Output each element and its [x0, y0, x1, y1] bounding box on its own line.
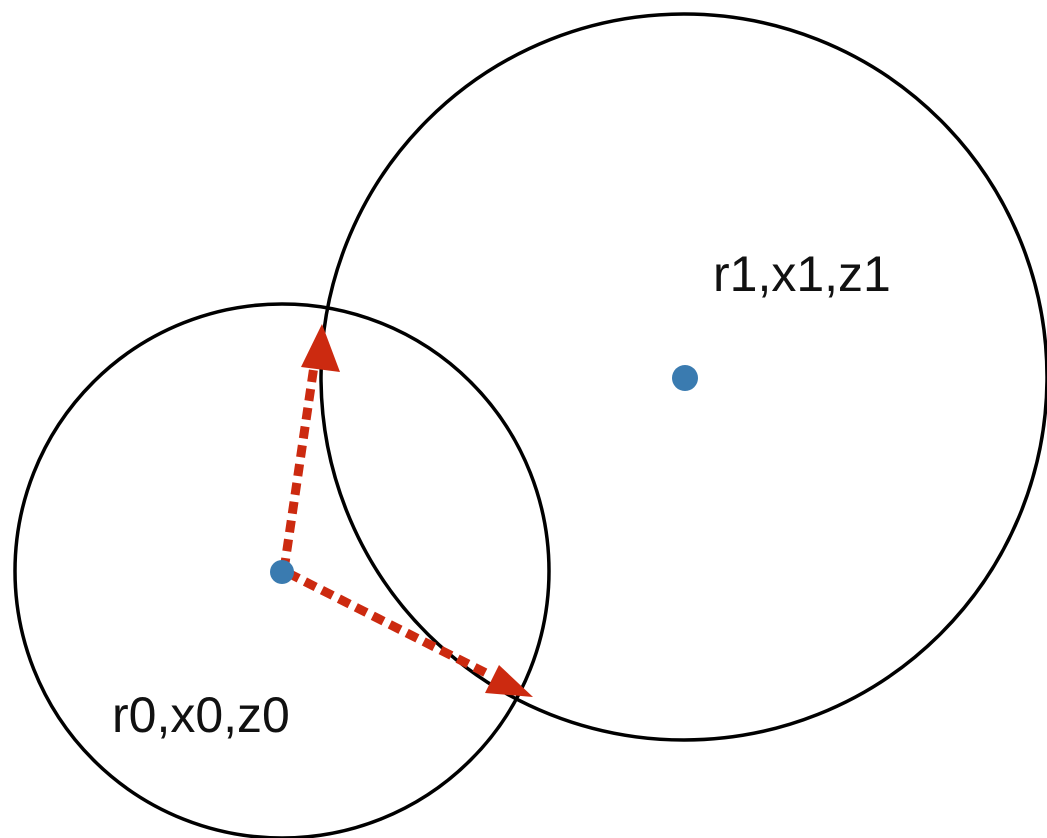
arrow-up-shaft: [279, 365, 319, 571]
arrow-down-head: [485, 665, 533, 697]
circle-1-outline: [319, 12, 1047, 742]
arrow-to-upper-intersection: [279, 324, 340, 571]
circle-1-center-point: [672, 365, 698, 391]
circle-0-label: r0,x0,z0: [112, 687, 290, 743]
circle-0-outline: [13, 302, 551, 838]
circle-1-label: r1,x1,z1: [713, 246, 891, 302]
circle-0-center-point: [270, 560, 294, 584]
arrow-up-head: [301, 324, 340, 372]
arrow-to-lower-intersection: [285, 568, 533, 697]
